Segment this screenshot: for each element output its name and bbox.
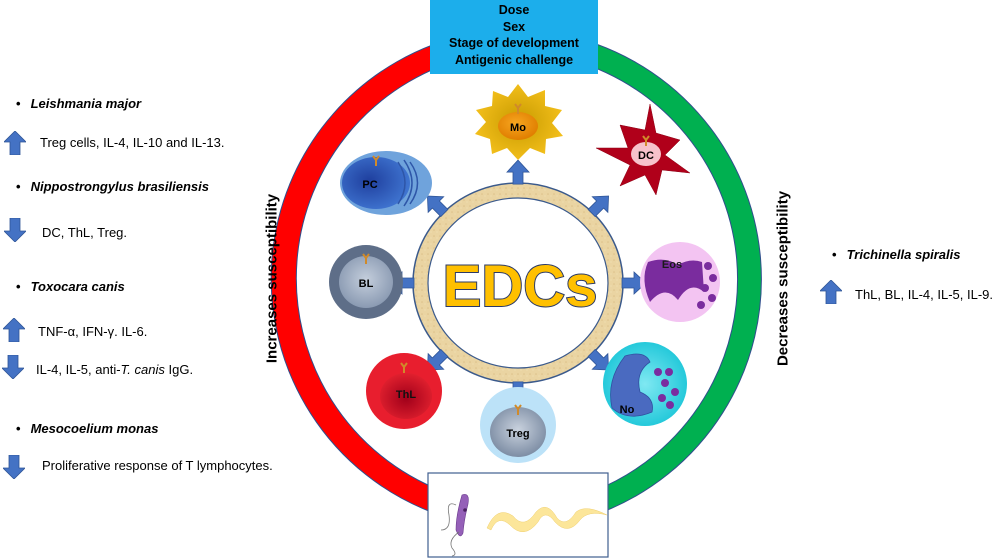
cell-label-bl: BL bbox=[359, 278, 374, 290]
species-name: Leishmania major bbox=[30, 96, 142, 111]
effect-text: IL-4, IL-5, anti-T. canis IgG. bbox=[36, 362, 193, 377]
effect-text: ThL, BL, IL-4, IL-5, IL-9. bbox=[855, 287, 994, 302]
up-arrow-icon bbox=[820, 280, 842, 304]
effect-text: Proliferative response of T lymphocytes. bbox=[42, 458, 273, 473]
receptor-icon bbox=[372, 155, 380, 166]
down-arrow-icon bbox=[3, 455, 25, 479]
factor-antigenic-challenge: Antigenic challenge bbox=[454, 52, 574, 67]
cell-label-mo: Mo bbox=[510, 122, 526, 134]
effect-text-pre: IL-4, IL-5, anti- bbox=[36, 362, 121, 377]
cell-treg: Treg bbox=[480, 387, 556, 463]
species-nippostrongylus-brasiliensis: • Nippostrongylus brasiliensis bbox=[16, 179, 209, 194]
receptor-icon bbox=[514, 103, 522, 114]
bullet: • bbox=[16, 179, 21, 194]
monocyte-nucleus bbox=[498, 112, 538, 140]
decreases-susceptibility-label: Decreases susceptibility bbox=[774, 190, 792, 367]
species-trichinella-spiralis: • Trichinella spiralis bbox=[832, 247, 960, 262]
species-toxocara-canis: • Toxocara canis bbox=[16, 279, 125, 294]
bullet: • bbox=[16, 96, 21, 111]
factor-stage: Stage of development bbox=[449, 36, 579, 50]
factors-box: Dose Sex Stage of development Antigenic … bbox=[430, 0, 598, 74]
cell-label-dc: DC bbox=[638, 150, 654, 162]
down-arrow-icon bbox=[2, 355, 24, 379]
receptor-icon bbox=[514, 404, 522, 415]
effect-text: Treg cells, IL-4, IL-10 and IL-13. bbox=[40, 135, 225, 150]
species-name: Mesocoelium monas bbox=[30, 421, 159, 436]
species-name: Nippostrongylus brasiliensis bbox=[30, 179, 209, 194]
cell-label-eos: Eos bbox=[662, 259, 682, 271]
factor-sex: Sex bbox=[502, 19, 526, 34]
edcs-label: EDCs bbox=[443, 254, 598, 319]
nematode-icon bbox=[486, 506, 608, 532]
effect-text: TNF-α, IFN-γ. IL-6. bbox=[38, 324, 148, 339]
down-arrow-icon bbox=[4, 218, 26, 242]
cell-eosinophil: Eos bbox=[640, 242, 720, 322]
species-leishmania-major: • Leishmania major bbox=[16, 96, 141, 111]
cell-dendritic: DC bbox=[595, 103, 691, 196]
cell-monocyte: Mo bbox=[475, 84, 563, 160]
arrow-to-pc bbox=[427, 195, 449, 218]
arrow-to-dc bbox=[587, 195, 609, 218]
bullet: • bbox=[16, 421, 21, 436]
cell-th-lymphocyte: ThL bbox=[366, 353, 442, 429]
arrow-to-no bbox=[587, 348, 609, 371]
up-arrow-icon bbox=[4, 131, 26, 155]
receptor-icon bbox=[642, 135, 650, 146]
effect-text: DC, ThL, Treg. bbox=[42, 225, 128, 240]
up-arrow-icon bbox=[3, 318, 25, 342]
cell-label-thl: ThL bbox=[396, 389, 416, 401]
bullet: • bbox=[16, 279, 21, 294]
cell-label-pc: PC bbox=[362, 179, 377, 191]
receptor-icon bbox=[362, 253, 370, 264]
effect-text-post: IgG. bbox=[164, 362, 194, 377]
species-name: Trichinella spiralis bbox=[846, 247, 961, 262]
arrow-to-eos bbox=[621, 271, 647, 295]
parasites-box bbox=[427, 472, 609, 558]
arrow-to-mo bbox=[506, 159, 530, 185]
receptor-icon bbox=[400, 362, 408, 373]
bullet: • bbox=[832, 247, 837, 262]
factor-dose: Dose bbox=[498, 3, 530, 17]
cell-label-no: No bbox=[620, 404, 635, 416]
species-mesocoelium-monas: • Mesocoelium monas bbox=[16, 421, 158, 436]
cell-label-treg: Treg bbox=[506, 428, 529, 440]
cell-neutrophil: No bbox=[603, 342, 687, 426]
trypanosome-icon bbox=[455, 494, 469, 537]
cell-plasma-cell: PC bbox=[340, 151, 432, 215]
increases-susceptibility-label: Increases susceptibility bbox=[263, 193, 281, 364]
effect-text-italic: T. canis bbox=[120, 362, 165, 377]
species-name: Toxocara canis bbox=[30, 279, 125, 294]
cell-b-lymphocyte: BL bbox=[329, 245, 403, 319]
